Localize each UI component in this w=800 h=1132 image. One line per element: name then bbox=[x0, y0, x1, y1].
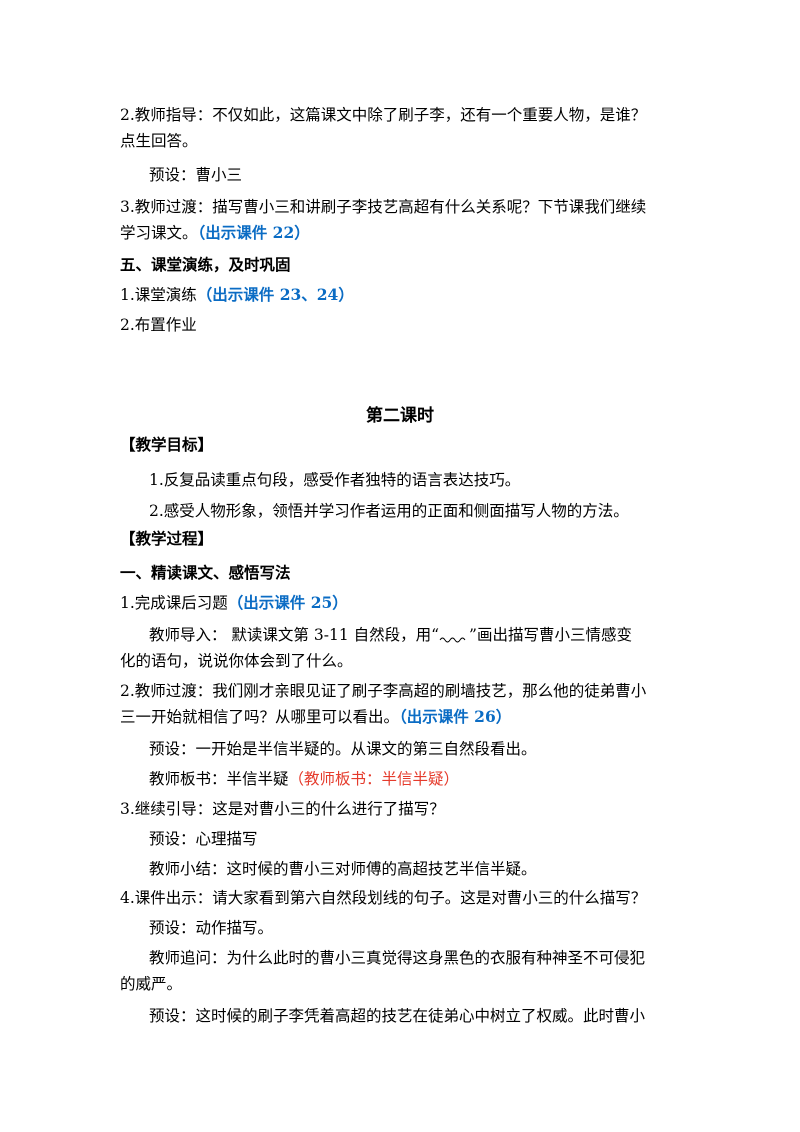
courseware-tag: （出示课件 23、24） bbox=[196, 285, 354, 304]
section-heading: 【教学目标】 bbox=[120, 435, 214, 454]
paragraph-line: 2.教师过渡：我们刚才亲眼见证了刷子李高超的刷墙技艺，那么他的徒弟曹小 bbox=[120, 682, 647, 700]
paragraph-line: 预设：一开始是半信半疑的。从课文的第三自然段看出。 bbox=[149, 740, 537, 758]
paragraph-line: 三一开始就相信了吗？从哪里可以看出。（出示课件 26） bbox=[120, 707, 512, 726]
paragraph-line: 预设：这时候的刷子李凭着高超的技艺在徒弟心中树立了权威。此时曹小 bbox=[149, 1007, 646, 1025]
paragraph-line: 4.课件出示：请大家看到第六自然段划线的句子。这是对曹小三的什么描写？ bbox=[120, 889, 647, 907]
paragraph-line: 教师板书：半信半疑（教师板书：半信半疑） bbox=[149, 770, 460, 788]
paragraph-line: 教师小结：这时候的曹小三对师傅的高超技艺半信半疑。 bbox=[149, 860, 537, 878]
paragraph-line: 学习课文。（出示课件 22） bbox=[120, 223, 310, 242]
paragraph-line: 1.反复品读重点句段，感受作者独特的语言表达技巧。 bbox=[149, 471, 521, 489]
paragraph-line: 3.教师过渡：描写曹小三和讲刷子李技艺高超有什么关系呢？下节课我们继续 bbox=[120, 198, 647, 216]
courseware-tag: （出示课件 22） bbox=[197, 223, 310, 242]
courseware-tag: （出示课件 26） bbox=[399, 707, 512, 726]
paragraph-line: 预设：动作描写。 bbox=[149, 919, 274, 937]
paragraph-line: 1.课堂演练（出示课件 23、24） bbox=[120, 285, 354, 304]
paragraph-line: 预设：曹小三 bbox=[149, 166, 243, 184]
paragraph-line: 2.感受人物形象，领悟并学习作者运用的正面和侧面描写人物的方法。 bbox=[149, 502, 629, 520]
paragraph-line: 点生回答。 bbox=[120, 132, 198, 150]
section-heading: 一、精读课文、感悟写法 bbox=[120, 563, 291, 582]
paragraph-line: 预设：心理描写 bbox=[149, 830, 258, 848]
section-heading: 五、课堂演练，及时巩固 bbox=[120, 255, 291, 274]
paragraph-line: 教师导入： 默读课文第 3-11 自然段，用“”画出描写曹小三情感变 bbox=[149, 626, 632, 644]
paragraph-line: 3.继续引导：这是对曹小三的什么进行了描写？ bbox=[120, 800, 445, 818]
paragraph-line: 化的语句，说说你体会到了什么。 bbox=[120, 652, 353, 670]
wavy-underline-icon bbox=[439, 637, 466, 643]
lesson-title: 第二课时 bbox=[366, 406, 434, 426]
paragraph-line: 2.布置作业 bbox=[120, 316, 197, 334]
paragraph-line: 教师追问：为什么此时的曹小三真觉得这身黑色的衣服有种神圣不可侵犯 bbox=[149, 949, 646, 967]
paragraph-line: 2.教师指导：不仅如此，这篇课文中除了刷子李，还有一个重要人物，是谁？ bbox=[120, 106, 647, 124]
section-heading: 【教学过程】 bbox=[120, 529, 214, 548]
board-note: （教师板书：半信半疑） bbox=[288, 770, 460, 788]
paragraph-line: 1.完成课后习题（出示课件 25） bbox=[120, 593, 348, 612]
paragraph-line: 的威严。 bbox=[120, 975, 183, 993]
courseware-tag: （出示课件 25） bbox=[227, 593, 348, 612]
